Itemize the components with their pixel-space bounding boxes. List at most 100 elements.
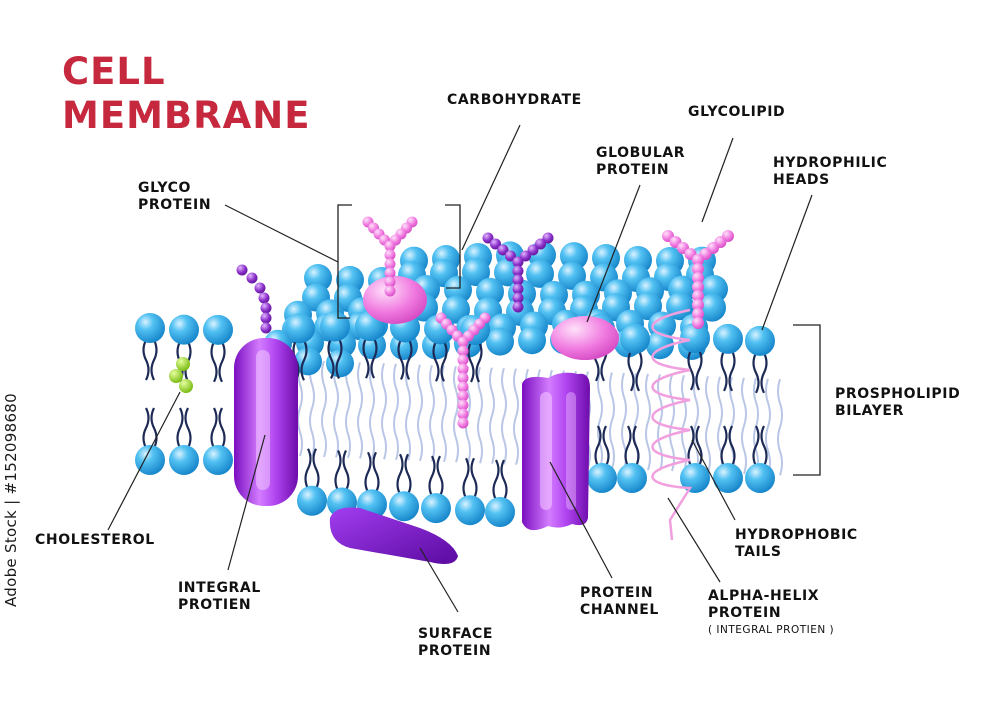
hydrophilic-head — [486, 327, 514, 356]
hydrophilic-head — [620, 323, 650, 354]
hydrophobic-tail — [397, 338, 405, 380]
hydrophobic-tail — [500, 459, 508, 501]
carbohydrate-bead — [254, 282, 266, 294]
interior-tail — [417, 364, 423, 462]
carbohydrate-bead — [258, 292, 270, 304]
label-glycolipid: GLYCOLIPID — [688, 104, 786, 120]
hydrophobic-tail — [720, 425, 728, 467]
bilayer-bracket — [793, 324, 821, 476]
carbohydrate-bead — [692, 290, 704, 302]
hydrophobic-tail — [467, 341, 475, 383]
carbohydrate-bead — [384, 240, 396, 252]
hydrophilic-head — [680, 463, 710, 493]
hydrophobic-tail — [210, 341, 218, 383]
hydrophilic-head — [713, 323, 743, 354]
interior-tail — [441, 365, 447, 463]
carbohydrate-bead — [457, 345, 469, 357]
label-hydrophobic-tails-line2: TAILS — [735, 544, 782, 560]
label-carbohydrate: CARBOHYDRATE — [447, 92, 582, 108]
hydrophobic-tail — [728, 350, 736, 392]
interior-tail — [777, 378, 783, 476]
carbohydrate-bead — [384, 276, 396, 288]
interior-tail — [513, 368, 519, 465]
hydrophilic-head — [455, 495, 485, 526]
hydrophobic-tail — [335, 337, 343, 379]
carbohydrate-bead — [457, 417, 469, 429]
label-hydrophobic-tails: HYDROPHOBIC TAILS — [735, 527, 858, 561]
hydrophobic-tail — [687, 349, 695, 391]
hydrophobic-tail — [364, 451, 372, 493]
carbohydrate-bead — [542, 232, 554, 244]
globular-protein-right — [551, 316, 619, 360]
hydrophilic-head — [320, 311, 350, 342]
surface-protein-shape — [329, 507, 458, 564]
carbohydrate-bead — [384, 249, 396, 261]
stock-watermark-text: Adobe Stock | #152098680 — [2, 393, 20, 607]
hydrophilic-head — [634, 292, 662, 321]
hydrophilic-head — [646, 331, 674, 360]
label-phospholipid-bilayer: PROSPHOLIPID BILAYER — [835, 386, 960, 420]
hydrophobic-tail — [594, 425, 602, 467]
carbohydrate-bead — [457, 354, 469, 366]
hydrophobic-tail — [218, 341, 226, 383]
globular-protein-top — [363, 276, 427, 324]
hydrophilic-head — [169, 314, 199, 345]
hydrophobic-tail — [150, 407, 158, 449]
interior-tail — [609, 372, 615, 469]
hydrophilic-head — [713, 463, 743, 493]
label-hydrophilic-heads: HYDROPHILIC HEADS — [773, 155, 887, 189]
carbohydrate-bead — [512, 274, 524, 286]
carbohydrate-bead — [384, 285, 396, 297]
carbohydrate-bead — [260, 312, 272, 324]
interior-tail — [681, 375, 687, 472]
label-phospholipid-bilayer-line1: PROSPHOLIPID — [835, 386, 961, 402]
carbohydrate-bead — [246, 272, 258, 284]
label-globular-protein-line1: GLOBULAR — [596, 145, 686, 161]
carbohydrate-bead — [482, 232, 494, 244]
carbohydrate-bead — [457, 381, 469, 393]
carbohydrate-bead — [384, 267, 396, 279]
hydrophilic-head — [518, 326, 546, 355]
cholesterol-molecule-icon — [169, 357, 193, 393]
carbohydrate-bead — [535, 238, 546, 250]
hydrophobic-tail — [370, 337, 378, 379]
carbohydrate-bead — [692, 281, 704, 293]
hydrophilic-head — [462, 258, 490, 287]
leader-lines — [107, 124, 813, 613]
title-line-1: CELL — [62, 50, 166, 93]
interior-tail — [333, 361, 339, 458]
interior-tail — [477, 366, 483, 464]
carbohydrate-bead — [505, 250, 516, 262]
hydrophobic-tail — [176, 407, 184, 449]
interior-tail — [741, 377, 747, 475]
label-integral-protein: INTEGRAL PROTIEN — [178, 580, 261, 614]
interior-tail — [393, 363, 399, 461]
hydrophilic-head — [526, 259, 554, 288]
interior-tail — [453, 365, 459, 463]
hydrophobic-tail — [327, 337, 335, 379]
label-glyco-protein-line2: PROTEIN — [138, 197, 212, 213]
carbohydrate-bead — [692, 272, 704, 284]
hydrophobic-tails-front — [142, 337, 768, 501]
hydrophobic-tail — [624, 425, 632, 467]
interior-tail — [645, 373, 651, 471]
integral-protein-shape — [234, 338, 298, 506]
label-globular-protein-line2: PROTEIN — [596, 162, 670, 178]
hydrophilic-head — [389, 491, 419, 522]
hydrophobic-tail — [184, 407, 192, 449]
hydrophilic-head — [617, 463, 647, 493]
label-hydrophilic-heads-line1: HYDROPHILIC — [773, 155, 888, 171]
label-alpha-helix-note: ( INTEGRAL PROTIEN ) — [708, 624, 835, 636]
interior-tail — [429, 364, 435, 462]
carbohydrate-bead — [692, 254, 704, 266]
label-integral-protein-line1: INTEGRAL — [178, 580, 261, 596]
interior-tail — [369, 362, 375, 460]
hydrophilic-head — [135, 313, 165, 343]
interior-tail — [381, 363, 387, 460]
hydrophobic-tail — [312, 448, 320, 490]
hydrophobic-tail — [396, 453, 404, 495]
hydrophilic-head — [169, 445, 199, 475]
hydrophobic-tail — [635, 350, 643, 392]
hydrophobic-tail — [150, 339, 158, 381]
